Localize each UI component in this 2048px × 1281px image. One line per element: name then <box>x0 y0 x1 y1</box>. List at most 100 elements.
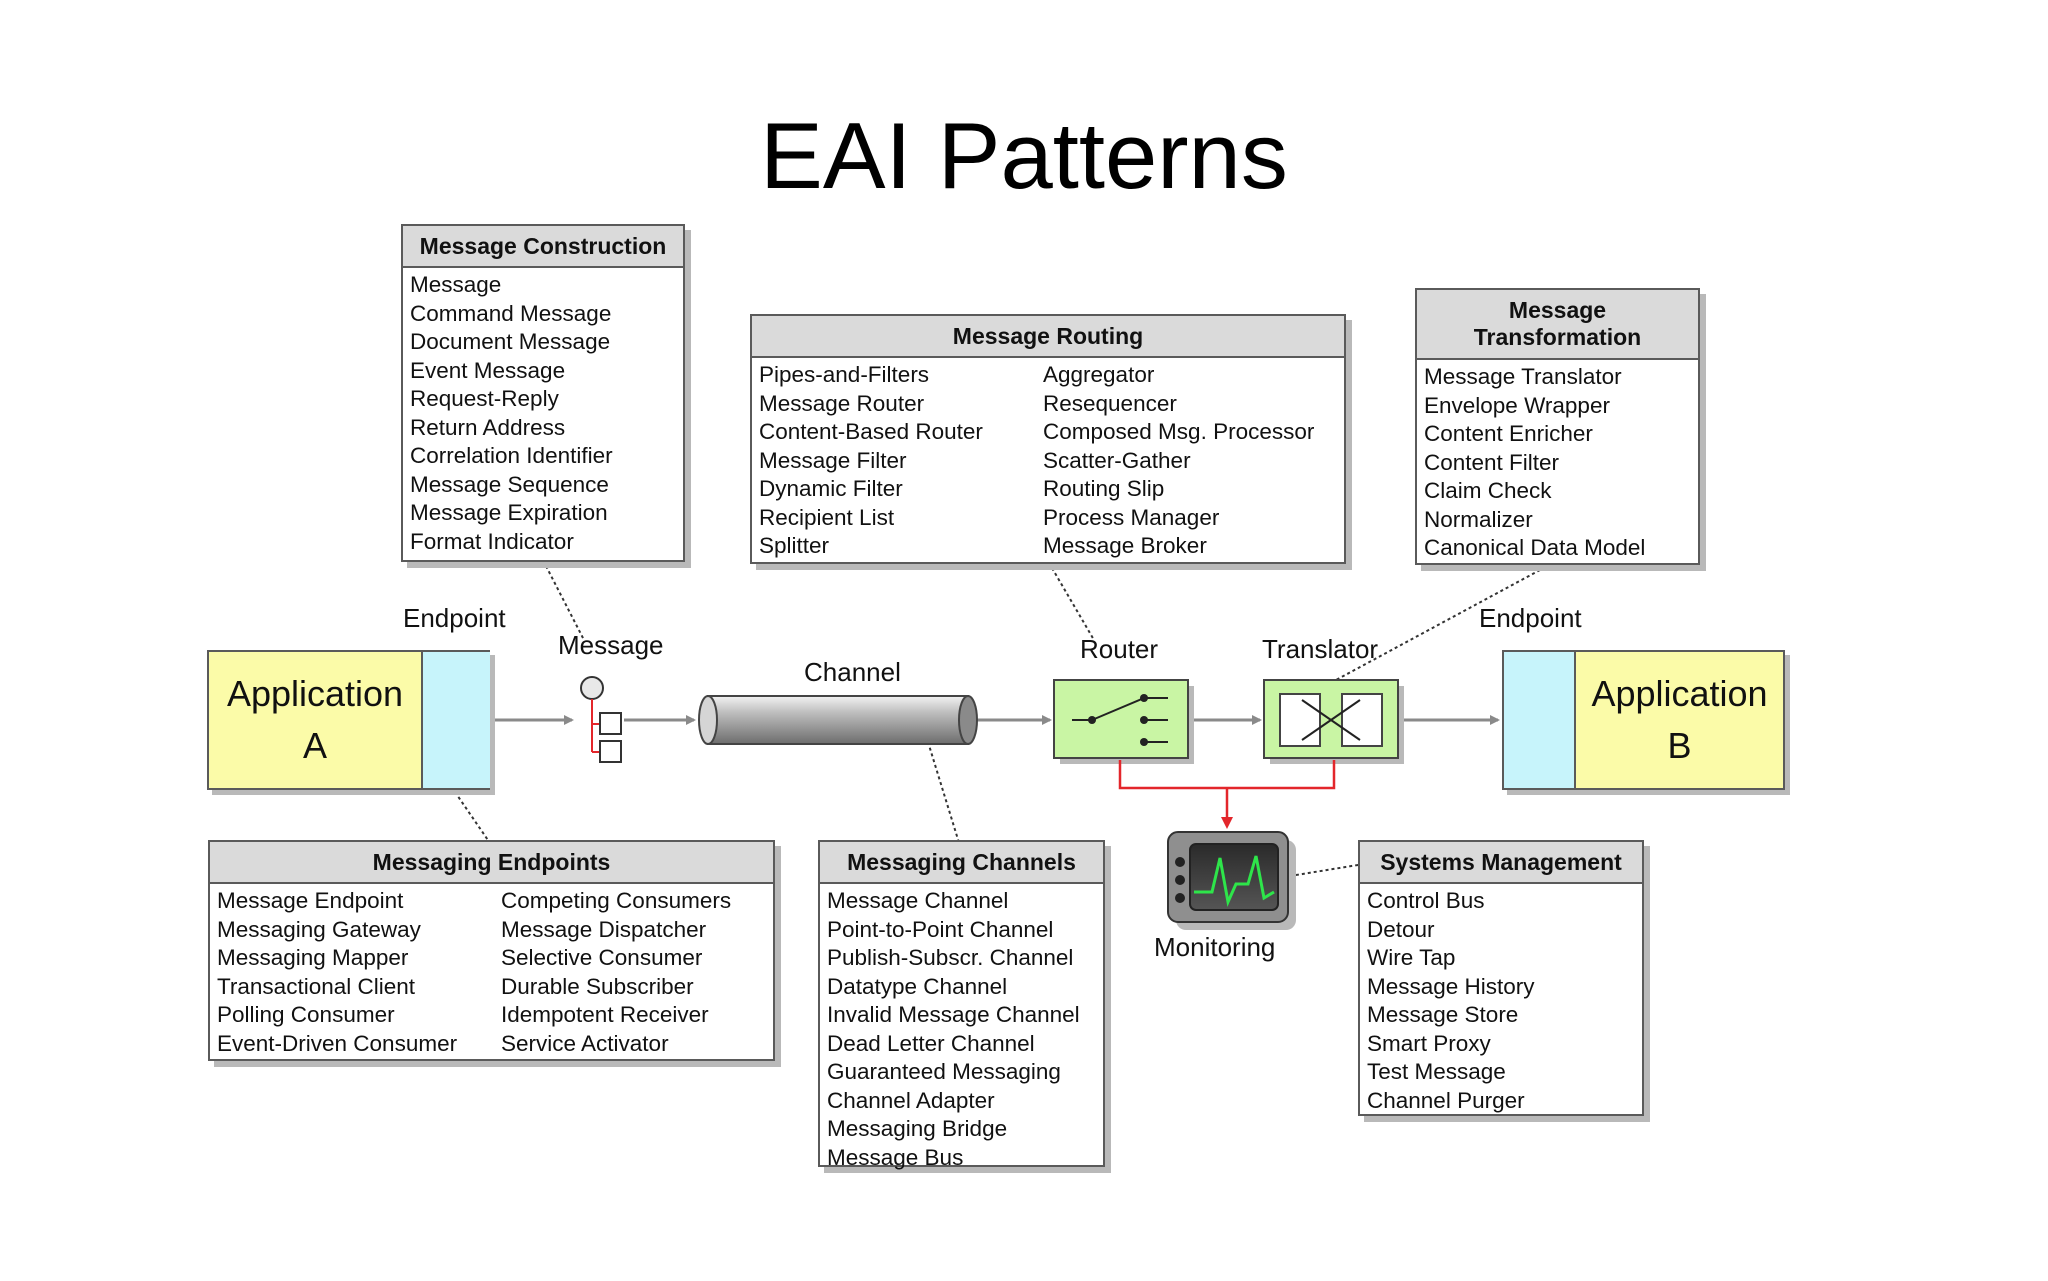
message-construction-item: Correlation Identifier <box>410 443 613 468</box>
messaging-endpoints-item: Service Activator <box>501 1030 669 1056</box>
messaging-channels-item: Message Bus <box>827 1144 964 1170</box>
message-symbol-icon <box>580 676 622 763</box>
slide-title: EAI Patterns <box>760 103 1288 208</box>
translator-icon <box>1263 679 1404 764</box>
messaging-endpoints-item: Message Endpoint <box>217 888 404 913</box>
application-a: Application A <box>207 650 490 790</box>
message-construction-item: Return Address <box>410 414 566 440</box>
message-construction-item: Document Message <box>410 329 611 354</box>
systems-management-item: Smart Proxy <box>1367 1030 1491 1056</box>
label-translator: Translator <box>1262 634 1379 664</box>
messaging-endpoints-item: Message Dispatcher <box>501 916 707 942</box>
control-bus-lines <box>1118 760 1336 829</box>
systems-management-item: Message Store <box>1367 1002 1519 1027</box>
app-b-line1: Application <box>1591 673 1768 714</box>
label-channel: Channel <box>804 657 901 687</box>
messaging-channels-item: Datatype Channel <box>827 973 1008 999</box>
message-construction-item: Command Message <box>410 300 612 326</box>
messaging-channels-item: Dead Letter Channel <box>827 1030 1035 1056</box>
message-routing-item: Content-Based Router <box>759 419 983 444</box>
systems-management-item: Detour <box>1367 916 1435 942</box>
message-routing-item: Pipes-and-Filters <box>759 362 930 387</box>
systems-management-item: Channel Purger <box>1367 1087 1525 1113</box>
systems-management-item: Test Message <box>1367 1059 1506 1084</box>
messaging-endpoints-item: Competing Consumers <box>501 888 732 913</box>
connector-routing-router <box>1051 567 1095 641</box>
messaging-channels-item: Channel Adapter <box>827 1087 995 1113</box>
message-transformation-item: Envelope Wrapper <box>1424 392 1610 418</box>
app-b-line2: B <box>1667 725 1692 766</box>
message-transformation-item: Content Enricher <box>1424 421 1593 446</box>
label-monitoring: Monitoring <box>1154 932 1276 962</box>
connector-transformation-translator <box>1335 569 1541 681</box>
message-routing-item: Resequencer <box>1043 390 1177 416</box>
messaging-channels-item: Publish-Subscr. Channel <box>827 945 1074 970</box>
message-routing-item: Recipient List <box>759 504 895 530</box>
message-routing-title: Message Routing <box>752 316 1344 358</box>
message-transformation-item: Content Filter <box>1424 449 1560 475</box>
messaging-endpoints-title: Messaging Endpoints <box>210 842 773 884</box>
systems-management-item: Wire Tap <box>1367 945 1456 970</box>
message-construction-item: Message Expiration <box>410 500 608 525</box>
application-b: Application B <box>1502 650 1785 790</box>
systems-management-item: Message History <box>1367 973 1535 999</box>
messaging-channels-item: Message Channel <box>827 888 1009 913</box>
connector-channel-channels <box>927 741 961 847</box>
connector-endpoint-endpoints <box>454 791 493 847</box>
messaging-endpoints-item: Durable Subscriber <box>501 973 694 999</box>
message-construction-title: Message Construction <box>403 226 683 268</box>
message-construction-item: Message <box>410 272 502 297</box>
messaging-endpoints-item: Selective Consumer <box>501 945 703 970</box>
message-transformation-box: Message Transformation Message Translato… <box>1415 288 1700 565</box>
messaging-channels-item: Invalid Message Channel <box>827 1002 1080 1027</box>
messaging-endpoints-item: Event-Driven Consumer <box>217 1030 458 1056</box>
messaging-endpoints-item: Messaging Gateway <box>217 916 421 942</box>
messaging-channels-item: Guaranteed Messaging <box>827 1059 1061 1084</box>
message-routing-item: Message Filter <box>759 447 907 473</box>
message-routing-item: Dynamic Filter <box>759 476 903 501</box>
message-routing-item: Composed Msg. Processor <box>1043 419 1315 444</box>
app-a-line1: Application <box>226 673 404 714</box>
message-construction-item: Request-Reply <box>410 386 559 411</box>
message-routing-item: Process Manager <box>1043 504 1220 530</box>
messaging-channels-item: Messaging Bridge <box>827 1116 1008 1141</box>
messaging-channels-item: Point-to-Point Channel <box>827 916 1054 942</box>
message-routing-item: Aggregator <box>1043 362 1155 387</box>
connector-monitor-sysmgmt <box>1289 863 1365 877</box>
router-icon <box>1053 679 1194 764</box>
dotted-connectors <box>454 565 1541 877</box>
endpoint-b <box>1504 652 1576 788</box>
label-endpoint-right: Endpoint <box>1479 603 1582 633</box>
messaging-endpoints-item: Polling Consumer <box>217 1002 395 1027</box>
message-transformation-title-line1: Message <box>1508 297 1607 323</box>
label-router: Router <box>1080 634 1159 664</box>
message-construction-item: Format Indicator <box>410 528 574 554</box>
messaging-endpoints-item: Transactional Client <box>217 973 416 999</box>
message-routing-item: Message Router <box>759 390 925 416</box>
messaging-endpoints-item: Messaging Mapper <box>217 945 409 970</box>
connector-construction-message <box>545 565 585 641</box>
message-routing-item: Message Broker <box>1043 533 1207 558</box>
monitoring-icon <box>1167 831 1296 930</box>
message-routing-item: Scatter-Gather <box>1043 447 1191 473</box>
message-transformation-item: Message Translator <box>1424 364 1622 389</box>
message-transformation-title-line2: Transformation <box>1473 324 1642 350</box>
app-a-line2: A <box>302 725 327 766</box>
message-construction-item: Event Message <box>410 357 566 383</box>
message-construction-item: Message Sequence <box>410 471 609 497</box>
